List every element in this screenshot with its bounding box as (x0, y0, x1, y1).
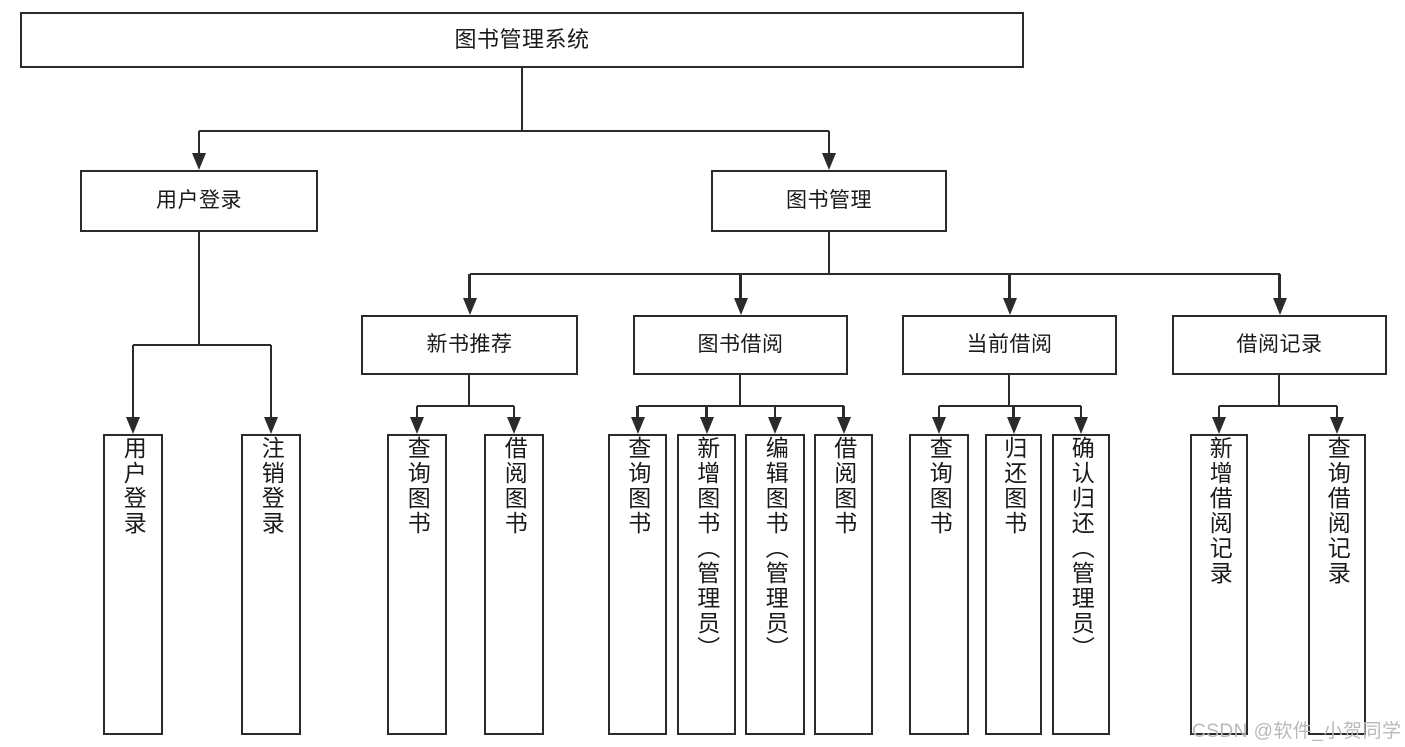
node-leaf-return-book[interactable]: 归还图书 (985, 434, 1042, 735)
node-label: 图书管理系统 (454, 26, 590, 52)
edge-stem-l3-loan-record (1277, 375, 1281, 406)
arrowhead-l3-current-loan (1002, 298, 1017, 315)
node-label: 图书借阅 (697, 333, 784, 357)
arrowhead-leaf-user-logout (264, 417, 278, 434)
node-label: 查询借阅记录 (1324, 436, 1351, 586)
arrowhead-leaf-query-record (1330, 417, 1344, 434)
node-label: 图书管理 (786, 189, 872, 213)
node-label: 新增借阅记录 (1206, 436, 1233, 586)
edge-drop-leaf-confirm-return (1079, 406, 1083, 418)
node-leaf-borrow-book-2[interactable]: 借阅图书 (814, 434, 873, 735)
edge-drop-leaf-user-login (131, 345, 135, 418)
arrowhead-l2-user-login (192, 153, 206, 170)
arrowhead-l3-new-book-rec (462, 298, 477, 315)
node-label: 确认归还（管理员） (1068, 436, 1095, 661)
node-l3-loan-record[interactable]: 借阅记录 (1172, 315, 1387, 375)
arrowhead-leaf-query-book-1 (410, 417, 424, 434)
arrowhead-leaf-add-record (1212, 417, 1226, 434)
edge-drop-leaf-add-record (1217, 406, 1221, 418)
node-label: 新增图书（管理员） (693, 436, 720, 661)
arrowhead-l2-book-manage (822, 153, 836, 170)
edge-stem-l2-book-manage (827, 232, 831, 274)
edge-drop-leaf-borrow-book-2 (842, 406, 845, 418)
arrowhead-leaf-borrow-book-1 (507, 417, 521, 434)
node-leaf-query-record[interactable]: 查询借阅记录 (1308, 434, 1366, 735)
edge-stem-root (520, 68, 524, 131)
edge-stem-l3-new-book-rec (467, 375, 471, 406)
arrowhead-leaf-add-book (699, 417, 714, 434)
node-label: 新书推荐 (426, 333, 513, 357)
edge-stem-l3-current-loan (1007, 375, 1011, 406)
edge-drop-leaf-query-book-1 (415, 406, 419, 418)
arrowhead-leaf-user-login (126, 417, 140, 434)
edge-stem-l3-book-borrow (738, 375, 742, 406)
edge-drop-l3-book-borrow (739, 274, 742, 299)
node-label: 查询图书 (404, 436, 431, 536)
arrowhead-leaf-confirm-return (1074, 417, 1088, 434)
edge-drop-leaf-query-book-2 (636, 406, 639, 418)
node-l3-new-book-rec[interactable]: 新书推荐 (361, 315, 578, 375)
node-l3-book-borrow[interactable]: 图书借阅 (633, 315, 848, 375)
watermark: CSDN @软件_小贺同学 (1192, 721, 1402, 742)
arrowhead-leaf-query-book-3 (932, 417, 946, 434)
node-l3-current-loan[interactable]: 当前借阅 (902, 315, 1117, 375)
node-label: 查询图书 (926, 436, 953, 536)
node-label: 归还图书 (1000, 436, 1027, 536)
edge-drop-leaf-edit-book (773, 406, 777, 418)
node-label: 借阅图书 (830, 436, 857, 536)
node-leaf-query-book-3[interactable]: 查询图书 (909, 434, 969, 735)
node-leaf-add-record[interactable]: 新增借阅记录 (1190, 434, 1248, 735)
edge-drop-leaf-add-book (705, 406, 708, 418)
edge-bus-l2-user-login (133, 343, 271, 347)
edge-drop-leaf-return-book (1012, 406, 1015, 418)
node-leaf-add-book[interactable]: 新增图书（管理员） (677, 434, 736, 735)
arrowhead-l3-book-borrow (733, 298, 748, 315)
node-l2-book-manage[interactable]: 图书管理 (711, 170, 947, 232)
node-leaf-query-book-1[interactable]: 查询图书 (387, 434, 447, 735)
arrowhead-l3-loan-record (1272, 298, 1287, 315)
edge-drop-l3-loan-record (1278, 274, 1281, 299)
edge-drop-leaf-query-book-3 (937, 406, 941, 418)
node-label: 编辑图书（管理员） (762, 436, 789, 661)
edge-bus-l3-current-loan (939, 404, 1081, 408)
node-label: 借阅图书 (501, 436, 528, 536)
edge-drop-leaf-user-logout (269, 345, 273, 418)
edge-bus-l2-book-manage (469, 272, 1280, 276)
edge-bus-root (199, 129, 829, 133)
node-label: 借阅记录 (1236, 333, 1323, 357)
node-label: 用户登录 (156, 189, 242, 213)
node-leaf-user-login[interactable]: 用户登录 (103, 434, 163, 735)
node-root[interactable]: 图书管理系统 (20, 12, 1024, 68)
edge-stem-l2-user-login (197, 232, 201, 345)
arrowhead-leaf-edit-book (768, 417, 782, 434)
edge-drop-l2-user-login (197, 131, 201, 154)
edge-drop-l3-new-book-rec (468, 274, 471, 299)
node-l2-user-login[interactable]: 用户登录 (80, 170, 318, 232)
node-label: 当前借阅 (966, 333, 1053, 357)
edge-bus-l3-new-book-rec (417, 404, 514, 408)
edge-bus-l3-book-borrow (637, 404, 844, 408)
node-leaf-confirm-return[interactable]: 确认归还（管理员） (1052, 434, 1110, 735)
node-label: 注销登录 (258, 436, 285, 536)
edge-drop-leaf-query-record (1335, 406, 1339, 418)
node-leaf-edit-book[interactable]: 编辑图书（管理员） (745, 434, 805, 735)
node-label: 查询图书 (624, 436, 651, 536)
arrowhead-leaf-query-book-2 (630, 417, 645, 434)
node-leaf-borrow-book-1[interactable]: 借阅图书 (484, 434, 544, 735)
edge-bus-l3-loan-record (1219, 404, 1337, 408)
node-leaf-query-book-2[interactable]: 查询图书 (608, 434, 667, 735)
node-label: 用户登录 (120, 436, 147, 536)
edge-drop-leaf-borrow-book-1 (512, 406, 516, 418)
edge-drop-l3-current-loan (1008, 274, 1011, 299)
edge-drop-l2-book-manage (827, 131, 831, 154)
arrowhead-leaf-return-book (1006, 417, 1021, 434)
node-leaf-user-logout[interactable]: 注销登录 (241, 434, 301, 735)
arrowhead-leaf-borrow-book-2 (836, 417, 851, 434)
